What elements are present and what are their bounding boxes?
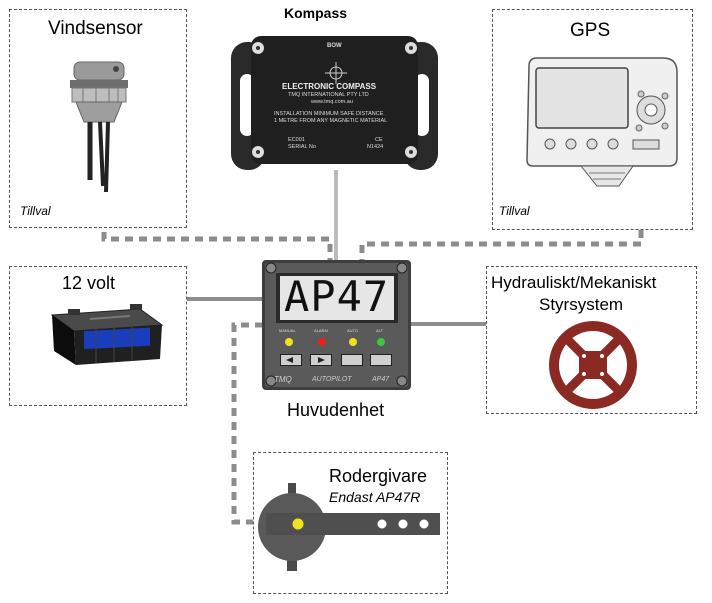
right-arrow-icon [318, 357, 325, 363]
compass-device: BOW ELECTRONIC COMPASS TMQ INTERNATIONAL… [229, 28, 440, 171]
compass-ce: CE [375, 137, 383, 143]
compass-bow: BOW [327, 43, 342, 49]
compass-warning-2: 1 METRE FROM ANY MAGNETIC MATERIAL [274, 118, 388, 124]
gps-icon [526, 57, 678, 187]
steering-box: Hydrauliskt/Mekaniskt Styrsystem [486, 266, 697, 414]
led-label-alarm: ALARM [314, 328, 328, 333]
led-auto [349, 338, 357, 346]
wind-sensor-cable [101, 190, 333, 262]
main-unit-caption: Huvudenhet [287, 400, 385, 420]
battery-box: 12 volt [9, 266, 187, 406]
steering-wheel-icon [549, 321, 637, 409]
wind-sensor-note: Tillval [20, 204, 51, 218]
port-button[interactable] [280, 354, 302, 366]
battery-icon [50, 304, 164, 365]
compass-maker: TMQ INTERNATIONAL PTY LTD [288, 92, 369, 98]
compass-serial: SERIAL No [288, 144, 316, 150]
gps-title: GPS [570, 20, 611, 41]
left-arrow-icon [286, 357, 293, 363]
gps-note: Tillval [499, 204, 530, 218]
compass-web: www.tmq.com.au [311, 99, 353, 105]
compass-model: EC001 [288, 137, 305, 143]
compass-title: Kompass [284, 5, 348, 21]
wind-sensor-box: Vindsensor Tillval [9, 9, 187, 228]
led-alt [377, 338, 385, 346]
rudder-sensor-box: Rodergivare Endast AP47R [253, 452, 448, 594]
battery-title: 12 volt [62, 273, 116, 293]
rudder-subtitle: Endast AP47R [329, 489, 421, 505]
compass-cert: N1424 [367, 144, 384, 150]
main-unit-display: AP47 [284, 272, 390, 321]
led-label-auto: AUTO [347, 328, 359, 333]
led-manual [285, 338, 293, 346]
gps-box: GPS Tillval [492, 9, 693, 230]
rudder-sensor-icon [258, 483, 440, 571]
starboard-button[interactable] [310, 354, 332, 366]
mode-button[interactable] [341, 354, 363, 366]
main-unit: AP47 MANUAL ALARM AUTO ALT TMQ AUTOPILOT… [262, 260, 411, 390]
led-alarm [318, 338, 326, 346]
main-unit-brand: TMQ [274, 375, 292, 384]
menu-button[interactable] [370, 354, 392, 366]
led-label-manual: MANUAL [279, 328, 296, 333]
main-unit-product: AUTOPILOT [312, 376, 352, 383]
rudder-cable [231, 322, 266, 525]
compass-warning-1: INSTALLATION MINIMUM SAFE DISTANCE [274, 111, 384, 117]
compass-name: ELECTRONIC COMPASS [282, 82, 377, 91]
wind-sensor-icon [70, 61, 128, 193]
steering-title-line2: Styrsystem [539, 295, 624, 314]
rudder-title: Rodergivare [329, 466, 428, 486]
wind-sensor-title: Vindsensor [48, 18, 143, 39]
steering-title-line1: Hydrauliskt/Mekaniskt [491, 273, 657, 292]
led-label-alt: ALT [376, 328, 384, 333]
gps-cable [359, 230, 644, 262]
main-unit-model: AP47 [372, 376, 390, 383]
